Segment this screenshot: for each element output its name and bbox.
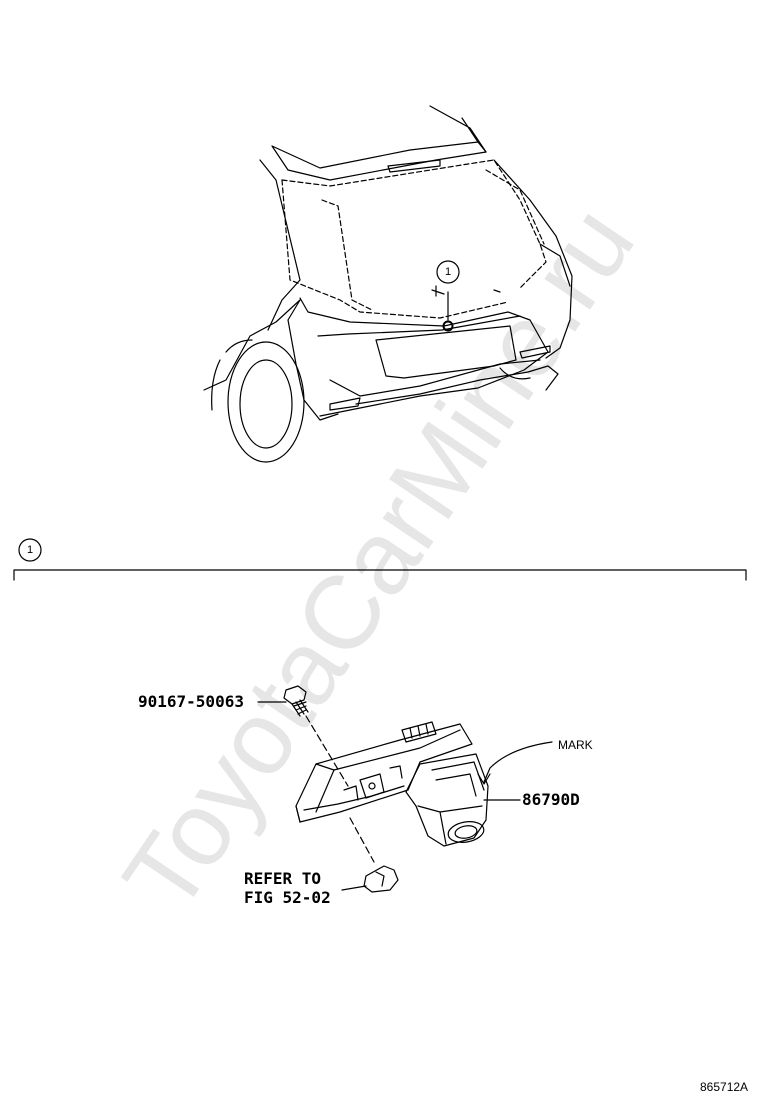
clip-drawing: [341, 817, 399, 893]
mark-label: MARK: [558, 738, 593, 752]
overview-callout-number: 1: [444, 266, 452, 278]
overview-callout-circle: [436, 260, 460, 284]
refer-to-line: REFER TO: [244, 869, 322, 888]
section-header: [13, 538, 747, 581]
section-callout-number: 1: [26, 544, 34, 556]
camera-part-number[interactable]: 86790D: [522, 790, 580, 809]
camera-assembly-drawing: [295, 721, 553, 847]
bolt-drawing: [257, 685, 349, 787]
refer-figure-link[interactable]: FIG 52-02: [244, 888, 331, 907]
figure-id: 865712A: [700, 1080, 749, 1094]
vehicle-rear-view: [203, 105, 573, 463]
bolt-part-number[interactable]: 90167-50063: [138, 692, 244, 711]
